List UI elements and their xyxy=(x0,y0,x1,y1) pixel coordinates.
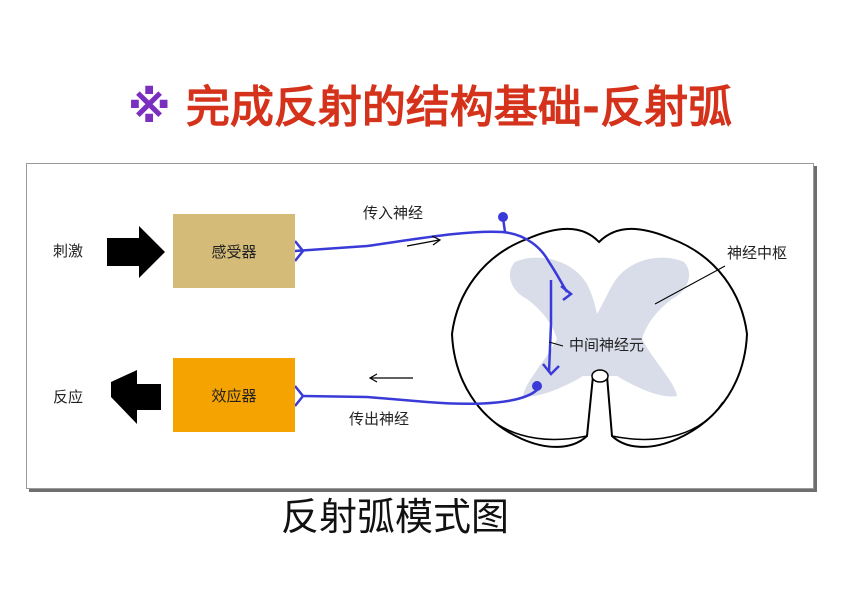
afferent-nerve-label: 传入神经 xyxy=(363,204,424,222)
efferent-cell-body xyxy=(532,381,542,391)
afferent-nerve-line xyxy=(294,230,569,293)
afferent-cell-body xyxy=(498,212,508,222)
diagram-caption: 反射弧模式图 xyxy=(280,495,509,539)
title-text: 完成反射的结构基础-反射弧 xyxy=(185,82,733,133)
reflex-arc-diagram: 刺激 反应 感受器 效应器 传入神经 传出神经 神经中枢 中间神经元 xyxy=(26,163,814,489)
diagram-graphics xyxy=(107,212,749,448)
gray-matter xyxy=(509,257,690,397)
stimulus-label: 刺激 xyxy=(53,242,84,260)
effector-box: 效应器 xyxy=(173,358,295,432)
receptor-box: 感受器 xyxy=(173,214,295,288)
response-label: 反应 xyxy=(53,388,84,406)
efferent-nerve-label: 传出神经 xyxy=(349,410,410,428)
efferent-nerve-line xyxy=(302,387,540,406)
response-arrow-icon xyxy=(111,370,161,424)
reference-mark: ※ xyxy=(127,82,171,133)
interneuron-line xyxy=(547,280,553,373)
stimulus-arrow-icon xyxy=(107,226,165,278)
nerve-center-label: 神经中枢 xyxy=(727,244,788,262)
spinal-cord-section xyxy=(450,227,749,448)
interneuron-label: 中间神经元 xyxy=(569,336,645,354)
slide-title: ※ 完成反射的结构基础-反射弧 xyxy=(0,78,860,138)
